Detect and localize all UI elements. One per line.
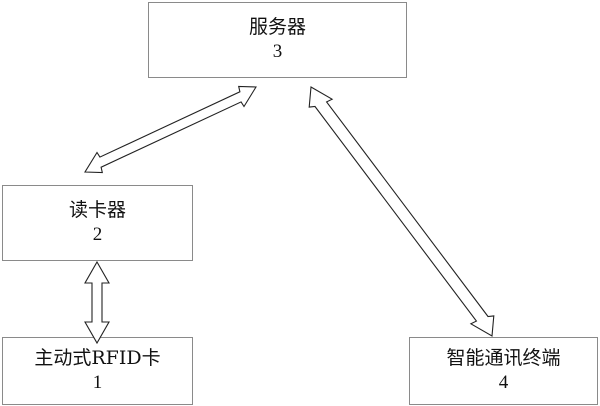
rfid-card-node: 主动式RFID卡 1	[2, 337, 193, 405]
smart-terminal-node: 智能通讯终端 4	[409, 337, 598, 405]
smart-terminal-label: 智能通讯终端	[446, 347, 561, 370]
terminal-server-arrow	[308, 86, 495, 337]
rfid-card-label: 主动式RFID卡	[34, 347, 161, 370]
card-reader-node: 读卡器 2	[2, 185, 193, 261]
card-reader-label: 读卡器	[68, 199, 126, 222]
card-reader-number: 2	[92, 224, 103, 245]
card-reader-arrow	[84, 260, 110, 345]
smart-terminal-number: 4	[498, 372, 509, 393]
rfid-card-number: 1	[92, 372, 103, 393]
server-number: 3	[272, 41, 283, 62]
reader-server-arrow	[84, 85, 257, 174]
server-label: 服务器	[248, 16, 306, 39]
server-node: 服务器 3	[148, 2, 407, 78]
